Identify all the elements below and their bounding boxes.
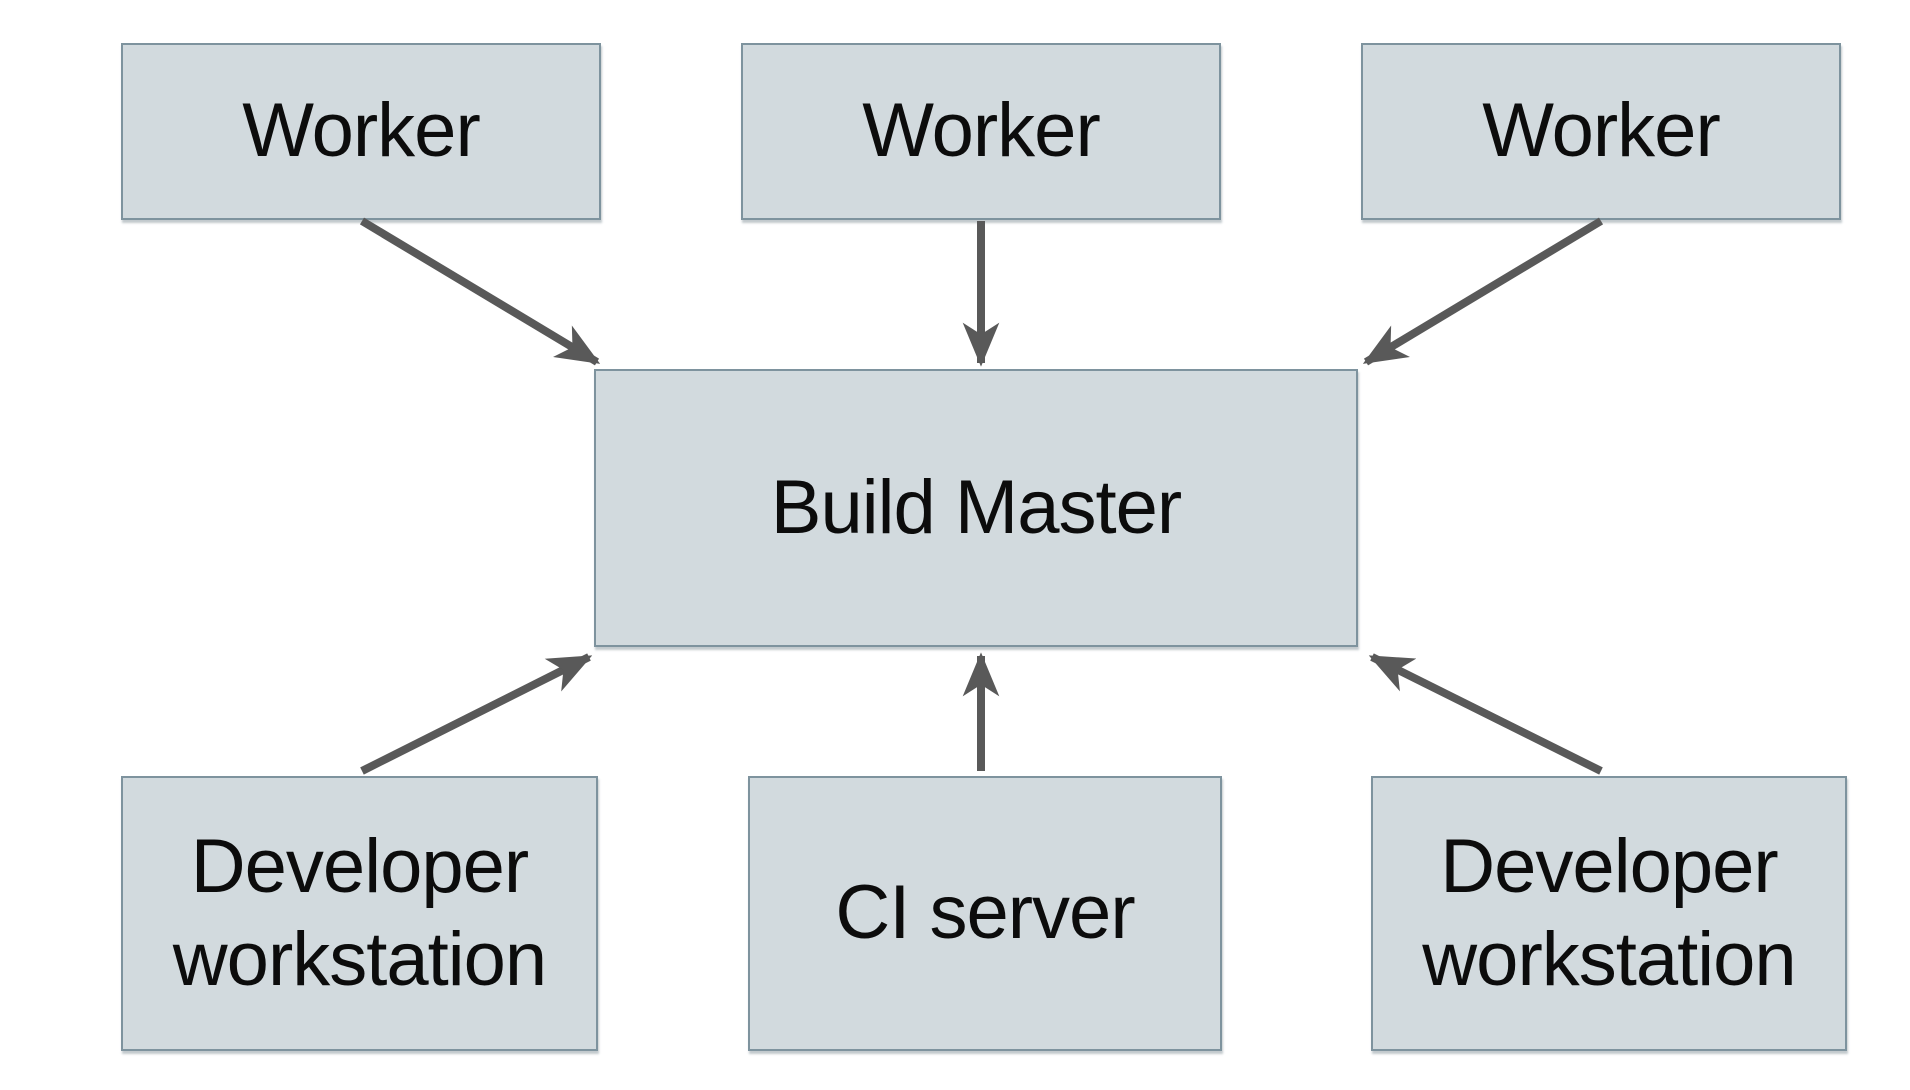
- arrow-dev-workstation-left-to-build-master: [360, 653, 593, 775]
- node-build-master: Build Master: [594, 369, 1358, 647]
- node-developer-workstation-right: Developer workstation: [1371, 776, 1847, 1051]
- arrow-worker-3-to-build-master: [1362, 217, 1604, 366]
- node-developer-workstation-left-label: Developer workstation: [172, 823, 547, 1002]
- node-worker-3-label: Worker: [1482, 88, 1721, 174]
- node-worker-1: Worker: [121, 43, 601, 220]
- node-ci-server: CI server: [748, 776, 1222, 1051]
- node-build-master-label: Build Master: [770, 464, 1182, 550]
- node-worker-2-label: Worker: [862, 88, 1101, 174]
- arrow-worker-1-to-build-master: [359, 217, 601, 366]
- node-worker-3: Worker: [1361, 43, 1841, 220]
- node-ci-server-label: CI server: [835, 870, 1135, 956]
- node-developer-workstation-left: Developer workstation: [121, 776, 598, 1051]
- node-developer-workstation-right-label: Developer workstation: [1422, 823, 1796, 1002]
- arrow-dev-workstation-right-to-build-master: [1368, 653, 1603, 775]
- node-worker-2: Worker: [741, 43, 1221, 220]
- node-worker-1-label: Worker: [242, 88, 481, 174]
